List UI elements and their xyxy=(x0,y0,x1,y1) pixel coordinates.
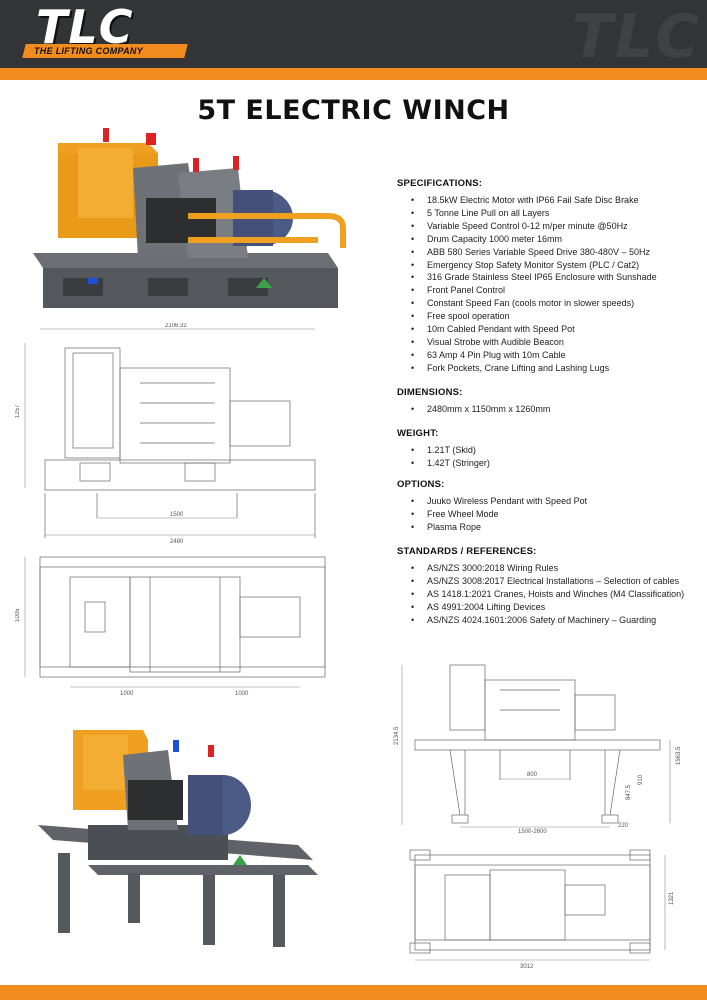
weight-section: WEIGHT: 1.21T (Skid) 1.42T (Stringer) xyxy=(397,428,697,470)
list-item: 1.21T (Skid) xyxy=(397,444,697,457)
list-item: Plasma Rope xyxy=(397,521,697,534)
dim-top-left: 1000 xyxy=(120,691,134,697)
dim-inner: 1500 xyxy=(170,512,184,518)
dim-stand-offset: 220 xyxy=(618,823,629,829)
list-item: Constant Speed Fan (cools motor in slowe… xyxy=(397,297,697,310)
list-item: 5 Tonne Line Pull on all Layers xyxy=(397,207,697,220)
specifications-section: SPECIFICATIONS: 18.5kW Electric Motor wi… xyxy=(397,178,697,375)
header-accent-stripe xyxy=(0,68,707,80)
dim-stand-height: 2134.5 xyxy=(394,726,400,745)
dim-stand-h3: 910 xyxy=(638,774,644,785)
top-view-drawing: 1005 1000 1000 xyxy=(15,556,326,697)
list-item: AS 4991:2004 Lifting Devices xyxy=(397,601,697,614)
dim-stand-h4: 847.5 xyxy=(626,784,632,800)
list-item: Juuko Wireless Pendant with Speed Pot xyxy=(397,495,697,508)
list-item: 63 Amp 4 Pin Plug with 10m Cable xyxy=(397,349,697,362)
dim-stand-top-height: 1321 xyxy=(669,891,675,905)
list-item: Emergency Stop Safety Monitor System (PL… xyxy=(397,259,697,272)
list-item: Drum Capacity 1000 meter 16mm xyxy=(397,233,697,246)
header-watermark: TLC xyxy=(571,2,701,68)
dim-top-height: 1005 xyxy=(15,608,21,622)
list-item: Fork Pockets, Crane Lifting and Lashing … xyxy=(397,362,697,375)
page-title: 5T ELECTRIC WINCH xyxy=(197,95,510,126)
list-item: 10m Cabled Pendant with Speed Pot xyxy=(397,323,697,336)
options-heading: OPTIONS: xyxy=(397,479,445,491)
options-list: Juuko Wireless Pendant with Speed Pot Fr… xyxy=(397,495,697,534)
list-item: Free Wheel Mode xyxy=(397,508,697,521)
list-item: 1.42T (Stringer) xyxy=(397,457,697,470)
standards-section: STANDARDS / REFERENCES: AS/NZS 3000:2018… xyxy=(397,546,697,627)
dim-stand-range: 1500-2600 xyxy=(518,829,547,835)
dimensions-list: 2480mm x 1150mm x 1260mm xyxy=(397,403,697,416)
footer-accent-bar xyxy=(0,985,707,1000)
list-item: AS 1418.1:2021 Cranes, Hoists and Winche… xyxy=(397,588,697,601)
list-item: 2480mm x 1150mm x 1260mm xyxy=(397,403,697,416)
list-item: Front Panel Control xyxy=(397,284,697,297)
stand-top-drawing: 1321 3012 xyxy=(409,849,675,970)
dimensions-heading: DIMENSIONS: xyxy=(397,386,463,398)
dim-stand-h2: 1563.5 xyxy=(676,746,682,765)
specifications-heading: SPECIFICATIONS: xyxy=(397,178,483,189)
winch-skid-render xyxy=(33,128,346,308)
winch-stringer-render xyxy=(38,730,318,947)
standards-heading: STANDARDS / REFERENCES: xyxy=(397,546,537,558)
weight-list: 1.21T (Skid) 1.42T (Stringer) xyxy=(397,444,697,470)
dim-top-right: 1000 xyxy=(235,691,249,697)
list-item: Free spool operation xyxy=(397,310,697,323)
logo-subtitle-bar: THE LIFTING COMPANY xyxy=(22,44,188,58)
header-bar: TLC TLC THE LIFTING COMPANY xyxy=(0,0,707,68)
list-item: Variable Speed Control 0-12 m/per minute… xyxy=(397,220,697,233)
options-section: OPTIONS: Juuko Wireless Pendant with Spe… xyxy=(397,479,697,534)
list-item: ABB 580 Series Variable Speed Drive 380-… xyxy=(397,246,697,259)
dimensions-section: DIMENSIONS: 2480mm x 1150mm x 1260mm xyxy=(397,387,697,416)
list-item: AS/NZS 4024.1601:2006 Safety of Machiner… xyxy=(397,614,697,627)
side-elevation-drawing: 2106.32 1257 1500 2480 xyxy=(15,323,316,545)
dim-stand-span: 800 xyxy=(527,772,538,778)
weight-heading: WEIGHT: xyxy=(397,427,439,439)
list-item: Visual Strobe with Audible Beacon xyxy=(397,336,697,349)
dim-width: 2106.32 xyxy=(165,323,187,329)
dim-stand-top-width: 3012 xyxy=(520,964,534,970)
list-item: 18.5kW Electric Motor with IP66 Fail Saf… xyxy=(397,194,697,207)
company-logo[interactable]: TLC THE LIFTING COMPANY xyxy=(22,0,194,62)
spec-column: SPECIFICATIONS: 18.5kW Electric Motor wi… xyxy=(397,178,697,627)
standards-list: AS/NZS 3000:2018 Wiring Rules AS/NZS 300… xyxy=(397,562,697,627)
logo-subtitle: THE LIFTING COMPANY xyxy=(34,46,144,56)
specifications-list: 18.5kW Electric Motor with IP66 Fail Saf… xyxy=(397,194,697,375)
dim-overall: 2480 xyxy=(170,539,184,545)
stand-side-drawing: 2134.5 1563.5 910 847.5 800 1500-2600 22… xyxy=(394,664,682,835)
list-item: AS/NZS 3008:2017 Electrical Installation… xyxy=(397,575,697,588)
list-item: AS/NZS 3000:2018 Wiring Rules xyxy=(397,562,697,575)
list-item: 316 Grade Stainless Steel IP65 Enclosure… xyxy=(397,271,697,284)
dim-height: 1257 xyxy=(15,404,21,418)
